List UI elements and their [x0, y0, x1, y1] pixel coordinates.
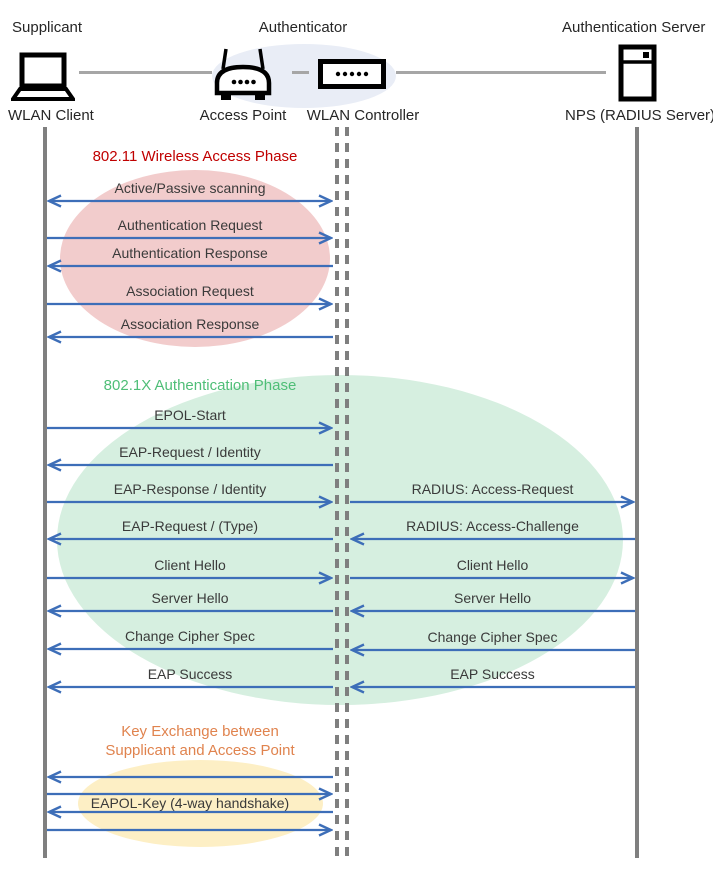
message-arrow-right: [47, 787, 333, 801]
message-arrow-left: [350, 680, 635, 694]
message-arrow-left: [350, 532, 635, 546]
message-label: Authentication Request: [117, 217, 263, 233]
message-arrow-left: [47, 680, 333, 694]
message-arrow-right: [350, 495, 635, 509]
server-icon: [618, 44, 657, 102]
role-label-authentication-server: Authentication Server: [562, 19, 706, 36]
message-label: Active/Passive scanning: [114, 180, 266, 196]
message-arrow-right: [47, 495, 333, 509]
message-arrow-left: [350, 643, 635, 657]
message-arrow-left: [47, 770, 333, 784]
message-arrow-left: [47, 330, 333, 344]
message-label: EPOL-Start: [154, 407, 226, 423]
phase-title-8021x: 802.1X Authentication Phase: [103, 377, 297, 394]
phase-ellipse-80211: [60, 170, 330, 347]
message-arrow-left: [47, 458, 333, 472]
device-label-wlan-controller: WLAN Controller: [306, 107, 420, 124]
role-label-authenticator: Authenticator: [258, 19, 348, 36]
phase-title-80211: 802.11 Wireless Access Phase: [92, 148, 298, 165]
message-arrow-left: [47, 532, 333, 546]
message-label: Server Hello: [151, 590, 229, 606]
role-label-supplicant: Supplicant: [12, 19, 83, 36]
wlan-controller-icon: [318, 59, 386, 89]
message-arrow-left: [47, 805, 333, 819]
message-label: Association Response: [120, 316, 260, 332]
connector-controller-server: [396, 71, 606, 74]
phase-ellipse-key-exchange: [78, 760, 323, 847]
message-label: EAP-Request / (Type): [121, 518, 259, 534]
message-arrow-right: [47, 231, 333, 245]
message-arrow-right: [47, 297, 333, 311]
message-label: RADIUS: Access-Request: [411, 481, 574, 497]
message-arrow-both: [47, 194, 333, 208]
message-label: Authentication Response: [112, 245, 268, 261]
message-arrow-right: [47, 571, 333, 585]
message-arrow-left: [350, 604, 635, 618]
message-label: Client Hello: [154, 557, 226, 573]
message-arrow-left: [47, 642, 333, 656]
lifeline-authenticator-right: [345, 127, 349, 858]
access-point-icon: [214, 48, 272, 100]
laptop-icon: [11, 52, 75, 101]
message-label: EAP-Response / Identity: [113, 481, 267, 497]
device-label-wlan-client: WLAN Client: [8, 107, 94, 124]
message-label: Change Cipher Spec: [427, 629, 558, 645]
message-label: RADIUS: Access-Challenge: [406, 518, 579, 534]
lifeline-wlan-client: [43, 127, 47, 858]
message-arrow-left: [47, 604, 333, 618]
message-label: EAPOL-Key (4-way handshake): [90, 795, 290, 811]
phase-title-key-exchange: Key Exchange between Supplicant and Acce…: [105, 723, 295, 759]
lifeline-radius-server: [635, 127, 639, 858]
lifeline-authenticator-left: [335, 127, 339, 858]
device-label-nps-radius-server: NPS (RADIUS Server): [565, 107, 713, 124]
message-arrow-right: [47, 421, 333, 435]
message-label: EAP Success: [450, 666, 535, 682]
message-label: Client Hello: [456, 557, 529, 573]
message-label: Server Hello: [453, 590, 532, 606]
connector-ap-controller: [292, 71, 309, 74]
device-label-access-point: Access Point: [199, 107, 287, 124]
connector-client-ap: [79, 71, 212, 74]
message-arrow-left: [47, 259, 333, 273]
message-label: EAP-Request / Identity: [119, 444, 261, 460]
message-arrow-right: [350, 571, 635, 585]
message-label: EAP Success: [147, 666, 233, 682]
message-label: Change Cipher Spec: [125, 628, 255, 644]
message-arrow-right: [47, 823, 333, 837]
message-label: Association Request: [126, 283, 254, 299]
